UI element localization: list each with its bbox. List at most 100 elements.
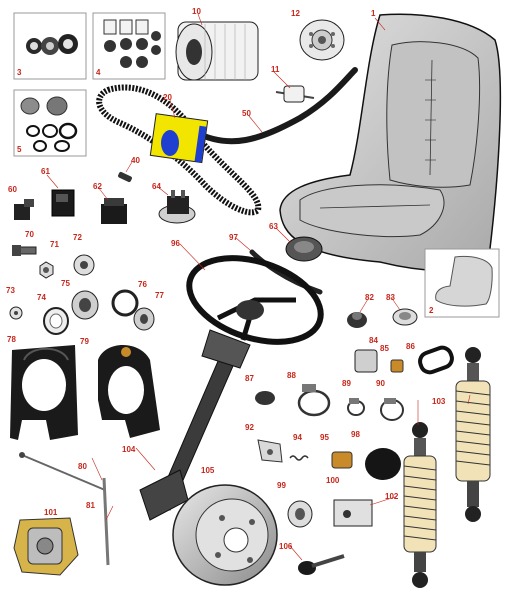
label-20: 20 xyxy=(163,93,172,102)
race-76 xyxy=(111,289,139,317)
label-72: 72 xyxy=(73,233,82,242)
seal-74 xyxy=(43,307,69,335)
label-5: 5 xyxy=(17,145,22,154)
rocker-switch xyxy=(51,189,75,217)
bearing-75 xyxy=(71,290,99,320)
bearing-99 xyxy=(287,500,313,528)
label-85: 85 xyxy=(380,344,389,353)
label-40: 40 xyxy=(131,156,140,165)
label-99: 99 xyxy=(277,481,286,490)
shock-absorber-103 xyxy=(455,347,491,522)
kit-box-5 xyxy=(13,89,87,157)
oil-filter xyxy=(299,19,345,61)
clamp-89 xyxy=(347,398,365,416)
label-10: 10 xyxy=(192,7,201,16)
shock-absorber-102 xyxy=(403,422,437,588)
label-60: 60 xyxy=(8,185,17,194)
fuel-filter xyxy=(275,85,315,103)
label-4: 4 xyxy=(96,68,101,77)
label-82: 82 xyxy=(365,293,374,302)
tie-rod xyxy=(19,452,110,566)
bracket-92 xyxy=(257,439,283,463)
bushing-95 xyxy=(331,451,353,469)
label-75: 75 xyxy=(61,279,70,288)
hose xyxy=(192,67,358,145)
label-11: 11 xyxy=(271,65,280,74)
ignition-switch xyxy=(158,190,196,224)
grommet-82 xyxy=(347,312,367,328)
spring-94 xyxy=(289,455,309,461)
tie-rod-end-106 xyxy=(298,554,345,575)
label-84: 84 xyxy=(369,336,378,345)
key-switch xyxy=(101,198,127,224)
label-89: 89 xyxy=(342,379,351,388)
label-81: 81 xyxy=(86,501,95,510)
label-50: 50 xyxy=(242,109,251,118)
boot-98 xyxy=(365,448,401,480)
gasket-86 xyxy=(418,345,454,375)
label-86: 86 xyxy=(406,342,415,351)
label-94: 94 xyxy=(293,433,302,442)
label-76: 76 xyxy=(138,280,147,289)
label-77: 77 xyxy=(155,291,164,300)
washer-73 xyxy=(9,306,23,320)
label-61: 61 xyxy=(41,167,50,176)
label-80: 80 xyxy=(78,462,87,471)
label-103: 103 xyxy=(432,397,446,406)
nut xyxy=(39,261,54,279)
label-87: 87 xyxy=(245,374,254,383)
label-63: 63 xyxy=(269,222,278,231)
cap-83 xyxy=(392,308,418,326)
steering-wheel xyxy=(186,255,324,345)
steering-column xyxy=(139,329,251,521)
label-64: 64 xyxy=(152,182,161,191)
clamp-90 xyxy=(380,398,404,421)
label-71: 71 xyxy=(50,240,59,249)
brake-caliper xyxy=(13,517,79,576)
label-98: 98 xyxy=(351,430,360,439)
mount-bracket-78 xyxy=(10,345,78,440)
label-100: 100 xyxy=(326,476,340,485)
clamp-88 xyxy=(297,384,331,417)
plug-87 xyxy=(255,391,275,405)
steering-hub xyxy=(285,236,323,262)
bushing-85 xyxy=(390,359,404,373)
spacer-84 xyxy=(354,349,378,373)
seat xyxy=(279,13,502,272)
label-62: 62 xyxy=(93,182,102,191)
block-100 xyxy=(333,499,373,527)
bearing-72 xyxy=(73,254,95,276)
label-90: 90 xyxy=(376,379,385,388)
seat-thumbnail-box-2 xyxy=(424,248,500,318)
label-105: 105 xyxy=(201,466,215,475)
bearing-77 xyxy=(133,307,155,331)
label-74: 74 xyxy=(37,293,46,302)
label-2: 2 xyxy=(429,306,434,315)
bolt xyxy=(12,245,37,256)
label-92: 92 xyxy=(245,423,254,432)
label-83: 83 xyxy=(386,293,395,302)
kit-box-3 xyxy=(13,12,87,80)
label-73: 73 xyxy=(6,286,15,295)
label-106: 106 xyxy=(279,542,293,551)
label-70: 70 xyxy=(25,230,34,239)
label-95: 95 xyxy=(320,433,329,442)
label-1: 1 xyxy=(371,9,376,18)
kit-box-4 xyxy=(92,12,166,80)
brake-drum xyxy=(172,484,278,586)
leader-lines xyxy=(46,13,471,561)
label-78: 78 xyxy=(7,335,16,344)
label-101: 101 xyxy=(44,508,58,517)
drive-belt xyxy=(96,84,262,216)
toggle-switch xyxy=(14,199,34,220)
label-88: 88 xyxy=(287,371,296,380)
label-3: 3 xyxy=(17,68,22,77)
label-102: 102 xyxy=(385,492,399,501)
mount-bracket-79 xyxy=(98,345,160,438)
label-12: 12 xyxy=(291,9,300,18)
label-104: 104 xyxy=(122,445,136,454)
label-96: 96 xyxy=(171,239,180,248)
air-filter xyxy=(175,21,259,81)
label-97: 97 xyxy=(229,233,238,242)
